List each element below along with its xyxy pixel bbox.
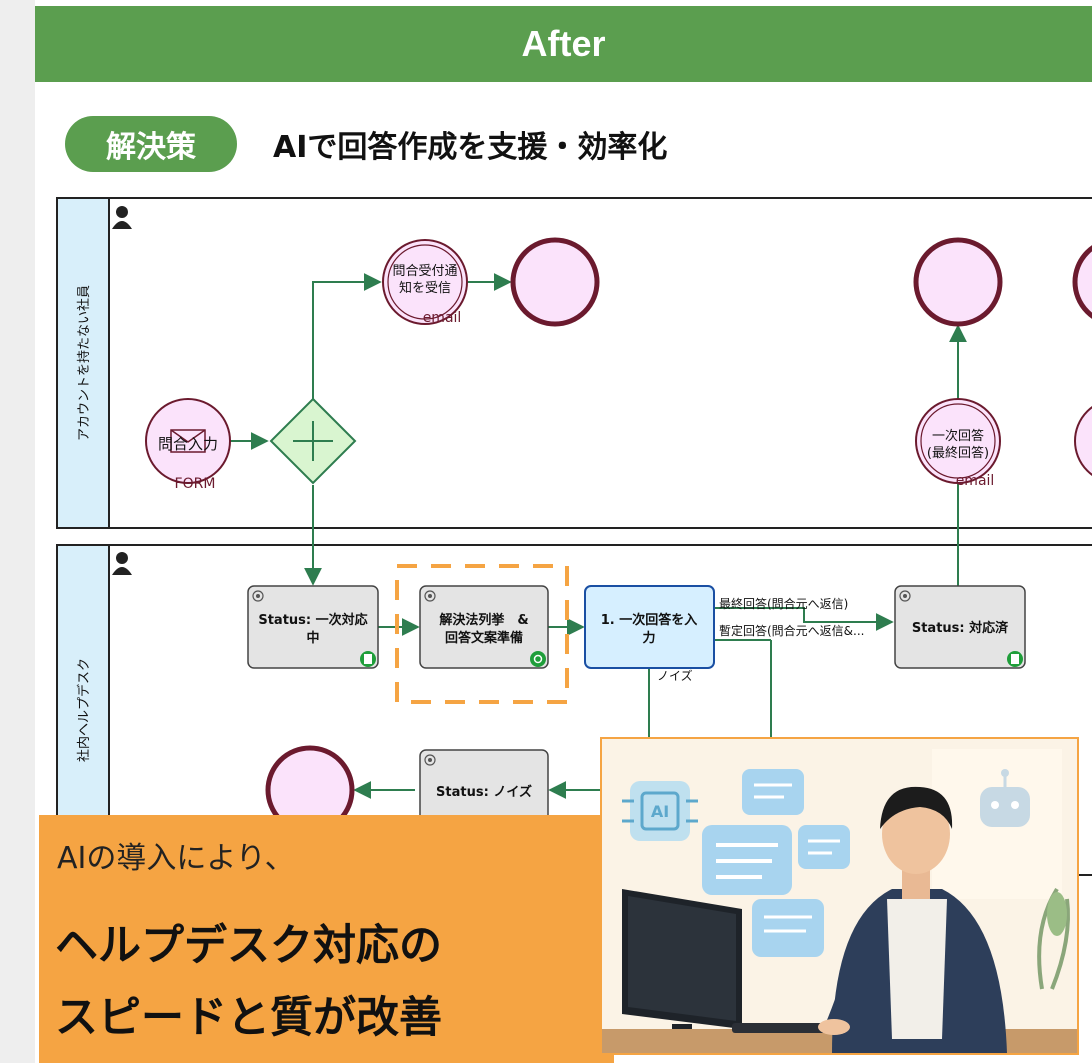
task-status-done: Status: 対応済 bbox=[894, 585, 1026, 669]
task-label-line1: Status: ノイズ bbox=[436, 784, 532, 800]
event-first-answer: 一次回答 (最終回答) email bbox=[915, 398, 1001, 489]
gear-icon bbox=[899, 590, 911, 602]
inquiry-input-sub: FORM bbox=[175, 476, 216, 492]
chat-bubble-icon bbox=[702, 825, 792, 895]
task-solution-prep: 解決法列挙 & 回答文案準備 bbox=[419, 585, 549, 669]
task-label-line2: 中 bbox=[306, 630, 319, 646]
ai-highlight-box bbox=[395, 564, 569, 704]
event-partial bbox=[1074, 406, 1092, 476]
task-status-noise: Status: ノイズ bbox=[419, 749, 549, 833]
gear-icon bbox=[252, 590, 264, 602]
person-icon bbox=[112, 552, 132, 575]
end-event bbox=[510, 237, 600, 327]
chat-bubble-icon bbox=[752, 899, 824, 957]
receipt-notice-line2: 知を受信 bbox=[399, 280, 451, 296]
ai-badge-icon bbox=[530, 651, 546, 667]
task-label-line2: 回答文案準備 bbox=[445, 630, 523, 646]
lane-label-employee: アカウントを持たない社員 bbox=[76, 285, 92, 441]
robot-icon bbox=[980, 769, 1030, 827]
illustration: AI bbox=[600, 737, 1079, 1055]
flow-label-noise: ノイズ bbox=[657, 668, 693, 683]
solution-text: AIで回答作成を支援・効率化 bbox=[273, 130, 668, 165]
task-label-line2: 力 bbox=[642, 630, 655, 646]
person-icon bbox=[112, 206, 132, 229]
chat-bubble-icon bbox=[742, 769, 804, 815]
task-status-first-response: Status: 一次対応 中 bbox=[247, 585, 379, 669]
first-answer-line2: (最終回答) bbox=[927, 445, 989, 461]
slide: After 解決策 AIで回答作成を支援・効率化 アカウントを持たない社員 社内… bbox=[35, 0, 1092, 1063]
monitor-icon bbox=[622, 889, 742, 1042]
lane-label-helpdesk: 社内ヘルプデスク bbox=[76, 658, 92, 762]
gear-icon bbox=[424, 754, 436, 766]
task-label-line1: Status: 対応済 bbox=[912, 620, 1009, 636]
receipt-notice-line1: 問合受付通 bbox=[392, 264, 457, 279]
parallel-gateway bbox=[269, 397, 357, 485]
script-icon bbox=[360, 651, 376, 667]
end-event bbox=[913, 237, 1003, 327]
event-receipt-notice: 問合受付通 知を受信 email bbox=[382, 239, 468, 326]
task-label-line1: 解決法列挙 & bbox=[438, 612, 528, 628]
first-answer-sub: email bbox=[956, 473, 995, 489]
keyboard-icon bbox=[732, 1023, 842, 1033]
script-icon bbox=[1007, 651, 1023, 667]
banner-line-2: ヘルプデスク対応の bbox=[55, 921, 442, 971]
receipt-notice-sub: email bbox=[423, 310, 462, 326]
end-event-partial bbox=[1072, 245, 1092, 319]
start-event-inquiry: 問合入力 FORM bbox=[145, 398, 231, 492]
page-header: After bbox=[35, 6, 1092, 82]
first-answer-line1: 一次回答 bbox=[932, 428, 984, 444]
banner-line-3: スピードと質が改善 bbox=[55, 993, 442, 1043]
flow-label-interim: 暫定回答(問合元へ返信&... bbox=[719, 623, 864, 638]
banner-line-1: AIの導入により、 bbox=[57, 841, 295, 876]
ai-chip-icon: AI bbox=[622, 781, 698, 841]
flow-label-final: 最終回答(問合元へ返信) bbox=[719, 596, 848, 611]
plant-icon bbox=[1037, 887, 1070, 990]
task-label-line1: 1. 一次回答を入 bbox=[601, 612, 698, 628]
summary-banner: AIの導入により、 ヘルプデスク対応の スピードと質が改善 bbox=[39, 815, 614, 1063]
task-first-answer-input: 1. 一次回答を入 力 bbox=[584, 585, 715, 669]
chat-bubble-icon bbox=[798, 825, 850, 869]
person-illustration bbox=[818, 786, 1007, 1053]
solution-badge: 解決策 bbox=[65, 116, 237, 172]
ai-chip-label: AI bbox=[651, 802, 669, 821]
inquiry-input-label: 問合入力 bbox=[158, 435, 218, 453]
task-label-line1: Status: 一次対応 bbox=[258, 612, 367, 628]
gear-icon bbox=[424, 590, 436, 602]
